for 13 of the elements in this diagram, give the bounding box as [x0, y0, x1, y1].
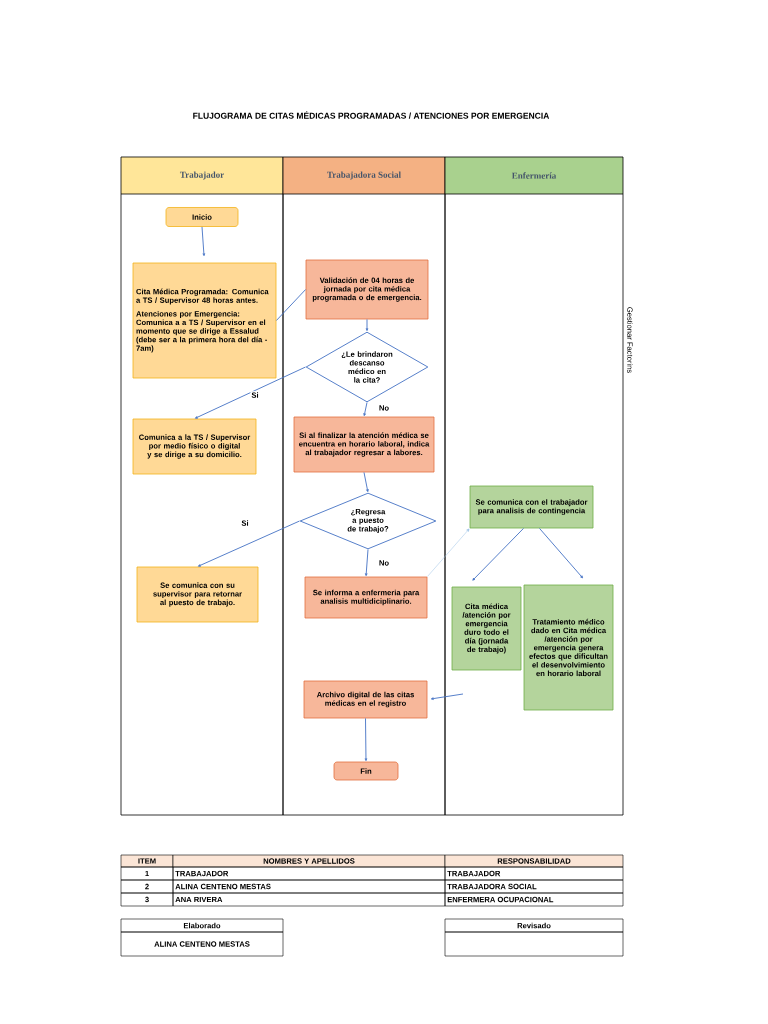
arrow: [539, 527, 584, 579]
arrow: [364, 549, 369, 577]
arrow: [363, 402, 368, 417]
arrow: [427, 528, 470, 577]
arrow: [201, 226, 206, 257]
arrow: [363, 471, 369, 493]
arrow: [364, 717, 368, 762]
title: FLUJOGRAMA DE CITAS MÉDICAS PROGRAMADAS / ATENCIONES POR EMERGENCIA: [193, 111, 550, 119]
arrow: [194, 366, 306, 419]
arrow: [472, 527, 524, 581]
arrow: [365, 318, 369, 332]
arrow: [430, 693, 464, 700]
arrow: [197, 520, 300, 567]
